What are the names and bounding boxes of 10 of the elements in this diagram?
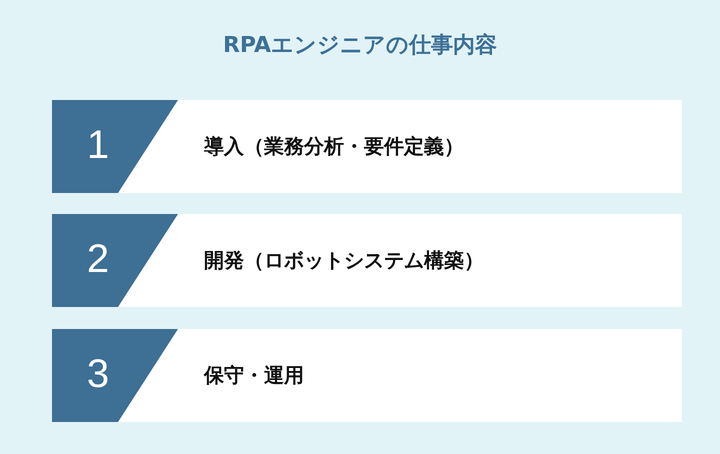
step-title: 導入（業務分析・要件定義） [204,133,464,159]
step-card [52,214,682,307]
step-number: 1 [86,122,110,169]
step-title: 保守・運用 [204,362,304,388]
step-number: 3 [86,351,110,398]
step-card [52,100,682,193]
step-card [52,329,682,422]
title: RPAエンジニアの仕事内容 [222,32,498,60]
step-number: 2 [86,236,110,283]
step-title: 開発（ロボットシステム構築） [204,247,484,273]
